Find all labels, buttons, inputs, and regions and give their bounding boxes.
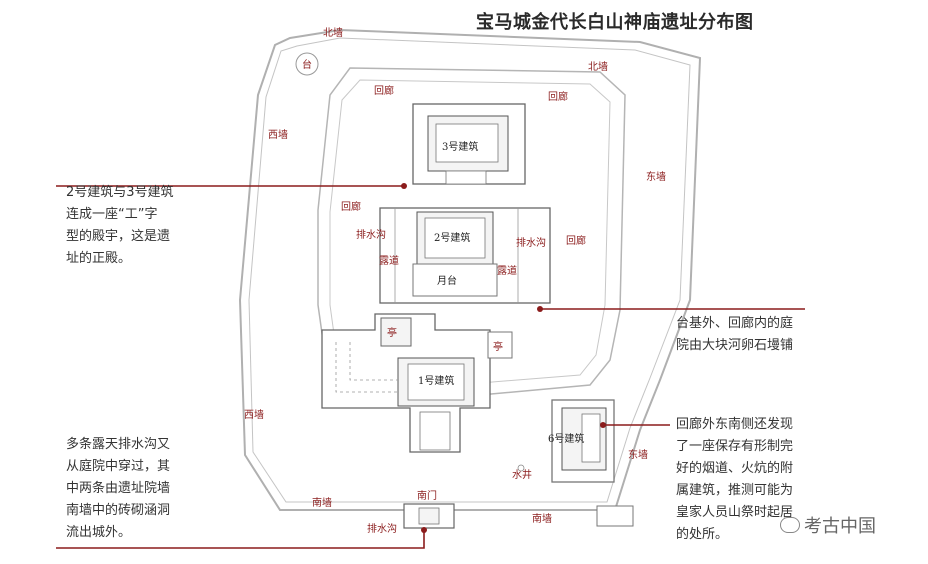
building-3-step xyxy=(445,170,487,185)
watermark-text: 考古中国 xyxy=(804,516,876,537)
leader-dot-right-bottom xyxy=(600,422,606,428)
label-drain-east: 排水沟 xyxy=(516,236,546,249)
outer-wall xyxy=(238,28,702,511)
east-culvert-rect xyxy=(596,505,634,527)
label-south-gate: 南门 xyxy=(417,489,437,502)
leader-dot-left-top xyxy=(401,183,407,189)
building-6-flue xyxy=(581,413,601,463)
label-building-2: 2号建筑 xyxy=(434,231,470,244)
label-drain-west: 排水沟 xyxy=(356,228,386,241)
chat-bubble-icon xyxy=(780,517,800,533)
label-west-wall-2: 西墙 xyxy=(244,408,264,421)
building-1-courtyard-path xyxy=(335,342,398,393)
building-3-core xyxy=(435,123,499,163)
label-building-6: 6号建筑 xyxy=(548,432,584,445)
annotation-courtyard-paving: 台基外、回廊内的庭 院由大块河卵石墁铺 xyxy=(676,316,794,353)
label-east-wall-1: 东墙 xyxy=(646,170,666,183)
annotation-drainage: 多条露天排水沟又 从庭院中穿过，其 中两条由遗址院墙 南墙中的砖砌涵洞 流出城外… xyxy=(66,437,171,540)
building-1-stairs xyxy=(419,411,451,451)
watermark: 考古中国 xyxy=(780,512,876,538)
building-1-core xyxy=(407,363,465,401)
pavilion-1-rect xyxy=(380,317,412,347)
label-corridor-1: 回廊 xyxy=(374,84,394,97)
label-platform: 台 xyxy=(302,58,312,71)
label-building-1: 1号建筑 xyxy=(418,374,454,387)
corridor-outer xyxy=(317,67,626,396)
leader-line-left-bottom xyxy=(56,530,425,549)
figure-title: 宝马城金代长白山神庙遗址分布图 xyxy=(476,12,754,33)
label-path-west: 露道 xyxy=(379,254,399,267)
label-south-wall-2: 南墙 xyxy=(532,512,552,525)
label-corridor-2: 回廊 xyxy=(548,90,568,103)
label-corridor-3: 回廊 xyxy=(341,200,361,213)
label-pavilion-2: 亭 xyxy=(493,340,503,353)
corridor-inner xyxy=(329,79,611,384)
leader-dot-left-bottom xyxy=(421,527,427,533)
label-path-east: 露道 xyxy=(497,264,517,277)
south-gate-core xyxy=(418,507,440,525)
well-circle xyxy=(517,464,525,472)
outer-wall-inner xyxy=(248,37,691,503)
label-pavilion-1: 亭 xyxy=(387,326,397,339)
label-north-wall-2: 北墙 xyxy=(588,60,608,73)
label-building-3: 3号建筑 xyxy=(442,140,478,153)
label-well: 水井 xyxy=(512,468,532,481)
annotation-main-hall: 2号建筑与3号建筑 连成一座“工”字 型的殿宇，这是遗 址的正殿。 xyxy=(66,185,174,266)
label-corridor-4: 回廊 xyxy=(566,234,586,247)
pavilion-2-rect xyxy=(487,331,513,359)
label-north-wall-1: 北墙 xyxy=(323,26,343,39)
annotation-building-6: 回廊外东南侧还发现 了一座保存有形制完 好的烟道、火炕的附 属建筑，推测可能为 … xyxy=(676,417,794,542)
label-moon-terrace: 月台 xyxy=(437,274,457,287)
label-south-wall-1: 南墙 xyxy=(312,496,332,509)
building-2-core xyxy=(424,217,486,259)
label-west-wall-1: 西墙 xyxy=(268,128,288,141)
label-east-wall-2: 东墙 xyxy=(628,448,648,461)
label-drain-south: 排水沟 xyxy=(367,522,397,535)
platform-circle xyxy=(295,52,319,76)
moon-terrace-rect xyxy=(412,263,498,297)
leader-dot-right-mid xyxy=(537,306,543,312)
